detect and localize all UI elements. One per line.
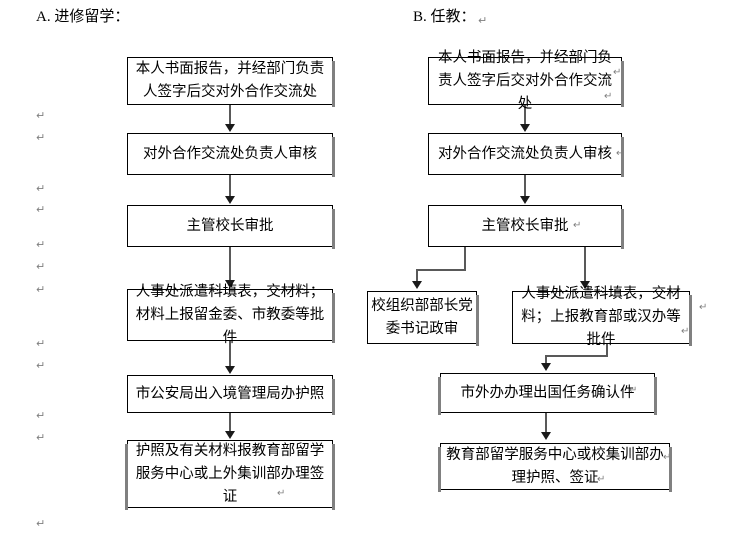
flow-node-a2-label: 对外合作交流处负责人审核 [143, 145, 317, 162]
paragraph-mark-node-b1-line2: ↵ [604, 91, 613, 102]
arrowhead-a2-a3 [225, 196, 235, 204]
flow-node-b1-label: 本人书面报告，并经部门负责人签字后交对外合作交流处 [438, 49, 612, 112]
flow-node-a5-label: 市公安局出入境管理局办护照 [135, 385, 325, 402]
connector-b3-branch-left [416, 269, 466, 271]
flow-node-a2[interactable]: 对外合作交流处负责人审核 [127, 133, 335, 177]
flow-node-a1[interactable]: 本人书面报告，并经部门负责人签字后交对外合作交流处 [127, 57, 335, 107]
paragraph-mark-node-b7-line1: ↵ [663, 452, 672, 463]
paragraph-mark-node-b2: ↵ [616, 148, 625, 159]
flow-node-b2[interactable]: 对外合作交流处负责人审核 [428, 133, 624, 177]
flow-node-b6-label: 市外办办理出国任务确认件 [460, 384, 635, 401]
connector-b2-b3 [524, 175, 526, 198]
flow-node-b5-label: 人事处派遣科填表，交材料；上报教育部或汉办等批件 [521, 286, 681, 348]
connector-b3-branch-down [464, 247, 466, 271]
section-heading-b: B. 任教： [413, 9, 476, 25]
flow-node-b3[interactable]: 主管校长审批 [428, 205, 624, 249]
arrowhead-b3-b5 [580, 281, 590, 289]
connector-b3-b5 [584, 247, 586, 283]
paragraph-mark: ↵ [36, 109, 46, 122]
paragraph-mark: ↵ [36, 238, 46, 251]
connector-b1-b2 [524, 105, 526, 128]
paragraph-mark: ↵ [36, 182, 46, 195]
paragraph-mark: ↵ [36, 431, 46, 444]
arrowhead-a4-a5 [225, 366, 235, 374]
flow-node-a4[interactable]: 人事处派遣科填表，交材料；材料上报留金委、市教委等批件 [127, 284, 335, 346]
flow-node-b6[interactable]: 市外办办理出国任务确认件 [438, 373, 657, 415]
paragraph-mark: ↵ [36, 409, 46, 422]
connector-b5-down [606, 344, 608, 357]
flow-node-a3[interactable]: 主管校长审批 [127, 205, 335, 249]
paragraph-mark: ↵ [36, 337, 46, 350]
paragraph-mark-heading-b: ↵ [478, 14, 488, 27]
paragraph-mark: ↵ [36, 359, 46, 372]
connector-a2-a3 [229, 175, 231, 198]
arrowhead-b6-b7 [541, 432, 551, 440]
paragraph-mark-node-b5-line2: ↵ [681, 326, 690, 337]
flow-node-a3-label: 主管校长审批 [186, 217, 274, 234]
section-heading-a: A. 进修留学： [36, 9, 130, 25]
connector-a4-a5 [229, 341, 231, 368]
connector-b5-left [545, 355, 608, 357]
arrowhead-b5-b6 [541, 363, 551, 371]
connector-a3-a4 [229, 247, 231, 282]
paragraph-mark-node-b5-line1: ↵ [699, 302, 708, 313]
paragraph-mark-node-b6: ↵ [629, 385, 638, 396]
flow-node-a4-label: 人事处派遣科填表，交材料；材料上报留金委、市教委等批件 [135, 283, 325, 346]
flow-node-a1-label: 本人书面报告，并经部门负责人签字后交对外合作交流处 [135, 61, 325, 100]
flow-node-b3-label: 主管校长审批 [481, 217, 569, 234]
connector-a1-a2 [229, 105, 231, 128]
paragraph-mark: ↵ [36, 260, 46, 273]
flow-node-b5[interactable]: 人事处派遣科填表，交材料；上报教育部或汉办等批件 [512, 286, 692, 348]
paragraph-mark-node-b7-line2: ↵ [597, 474, 606, 485]
arrowhead-a3-a4 [225, 280, 235, 288]
flow-node-b7-label: 教育部留学服务中心或校集训部办理护照、签证 [446, 446, 664, 486]
flow-node-b4-label: 校组织部部长党委书记政审 [371, 297, 473, 337]
flow-node-a6[interactable]: 护照及有关材料报教育部留学服务中心或上外集训部办理签证 [125, 440, 335, 510]
paragraph-mark: ↵ [36, 283, 46, 296]
connector-b3-b4 [416, 269, 418, 283]
paragraph-mark-node-b1-line1: ↵ [613, 67, 622, 78]
arrowhead-a1-a2 [225, 124, 235, 132]
paragraph-mark-node-a6: ↵ [277, 488, 286, 499]
connector-b6-b7 [545, 413, 547, 433]
flow-node-b7[interactable]: 教育部留学服务中心或校集训部办理护照、签证 [438, 443, 672, 492]
paragraph-mark: ↵ [36, 131, 46, 144]
arrowhead-a5-a6 [225, 431, 235, 439]
connector-a5-a6 [229, 413, 231, 433]
connector-b5-b6 [545, 355, 547, 365]
flow-node-a6-label: 护照及有关材料报教育部留学服务中心或上外集训部办理签证 [135, 442, 325, 505]
flow-node-a5[interactable]: 市公安局出入境管理局办护照 [127, 375, 335, 415]
arrowhead-b3-b4 [412, 281, 422, 289]
paragraph-mark-node-b3: ↵ [573, 220, 582, 231]
arrowhead-b1-b2 [520, 124, 530, 132]
paragraph-mark: ↵ [36, 203, 46, 216]
arrowhead-b2-b3 [520, 196, 530, 204]
flow-node-b2-label: 对外合作交流处负责人审核 [438, 145, 612, 162]
paragraph-mark: ↵ [36, 517, 46, 530]
flow-node-b4[interactable]: 校组织部部长党委书记政审 [367, 291, 479, 346]
flow-node-b1[interactable]: 本人书面报告，并经部门负责人签字后交对外合作交流处 [428, 50, 624, 112]
